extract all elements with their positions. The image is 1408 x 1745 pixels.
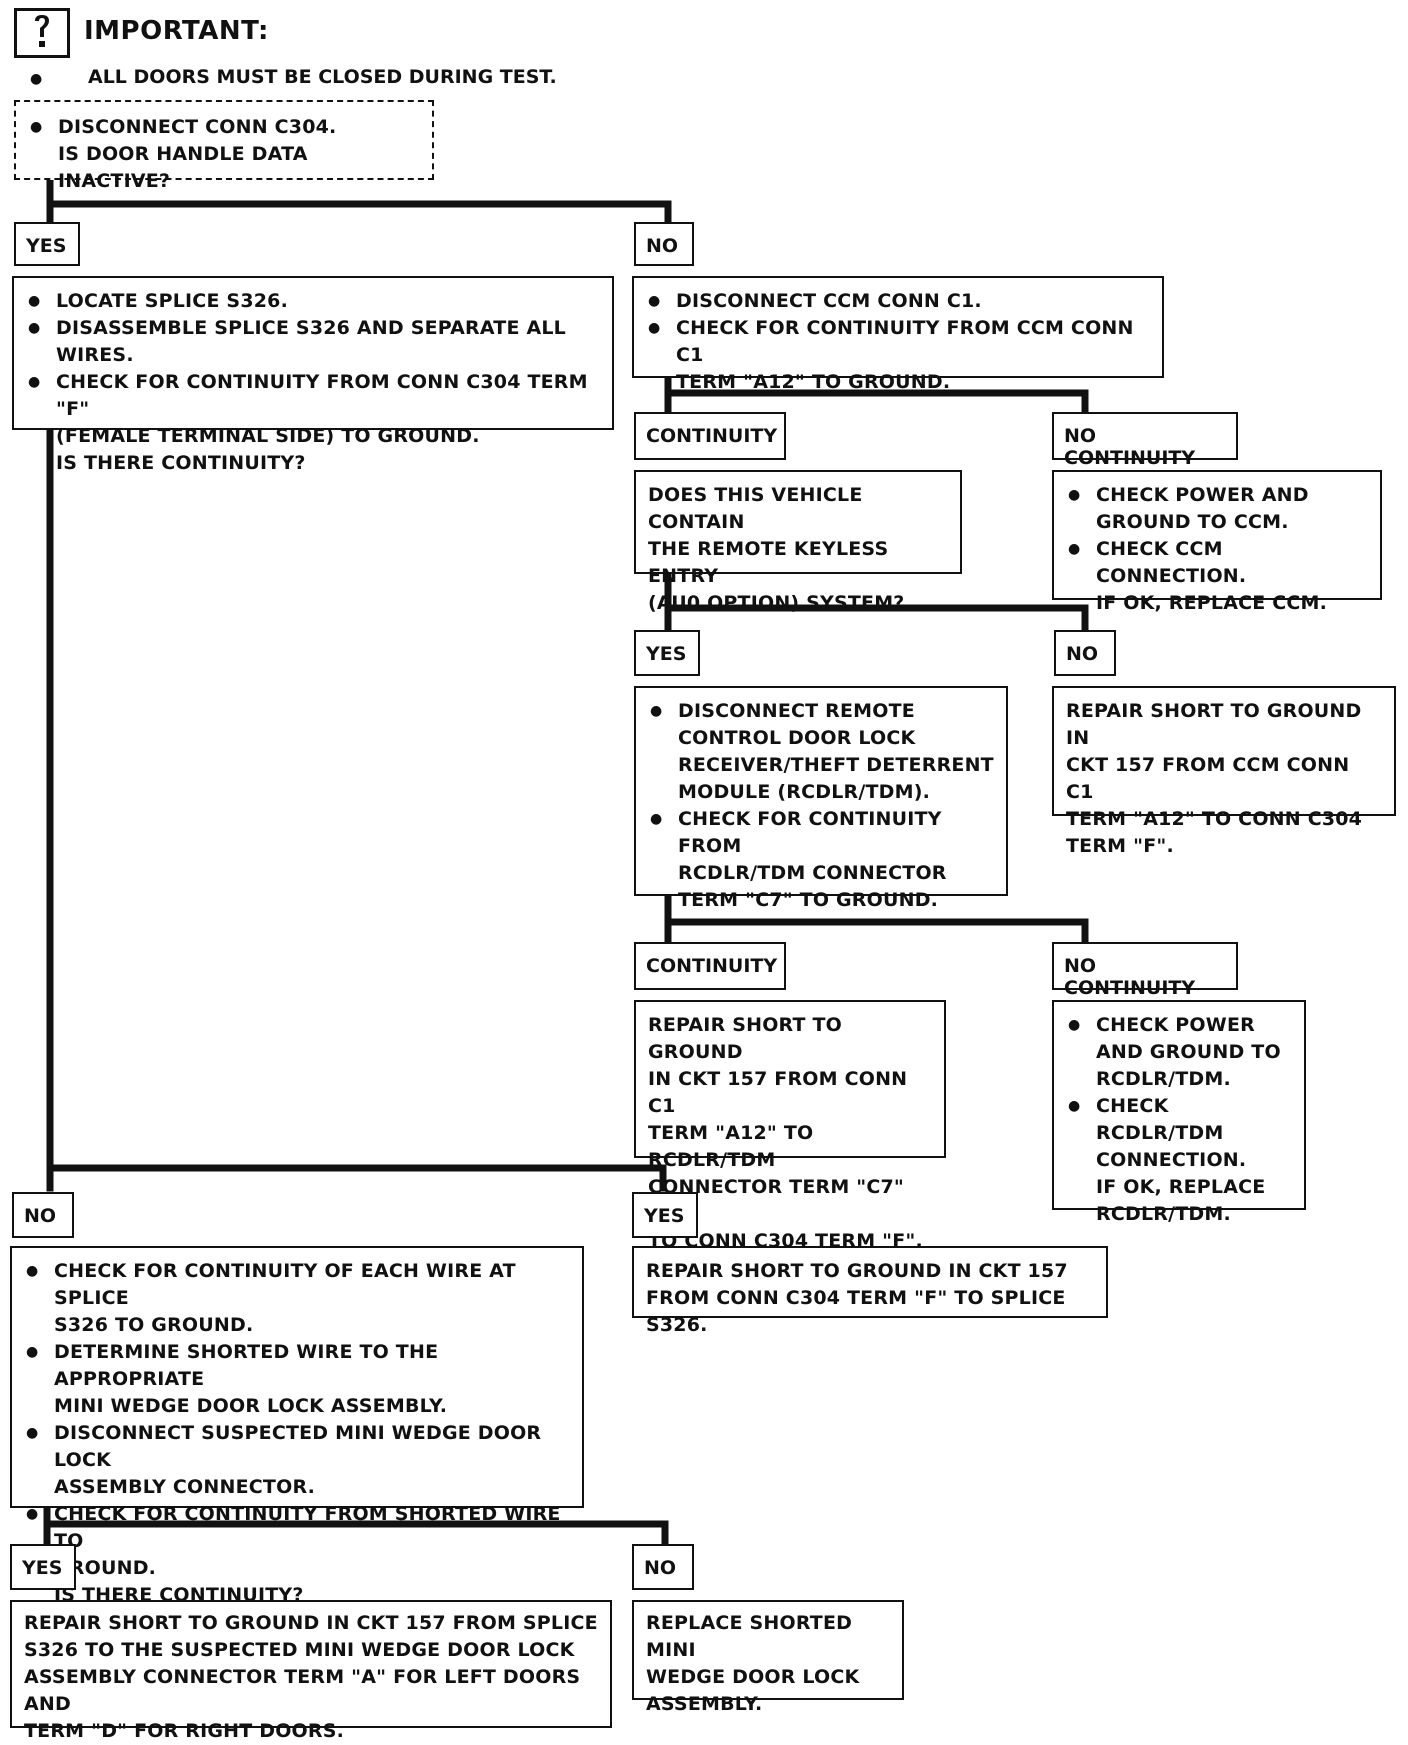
- branch-label-no: NO: [632, 1544, 694, 1590]
- text-line: ASSEMBLY CONNECTOR.: [54, 1476, 316, 1498]
- branch-label-no: NO: [634, 222, 694, 266]
- branch-label-no: NO: [1054, 630, 1116, 676]
- bullet-item: CHECK POWER AND GROUND TO CCM.: [1066, 482, 1368, 536]
- branch-label-continuity: CONTINUITY: [634, 942, 786, 990]
- repair-splice-mini-wedge-box: REPAIR SHORT TO GROUND IN CKT 157 FROM S…: [10, 1600, 612, 1742]
- text-line: S326 TO GROUND.: [54, 1314, 254, 1336]
- text-line: TERM "A12" TO GROUND.: [676, 371, 951, 393]
- bullet-item: DISCONNECT CCM CONN C1.: [646, 288, 1150, 315]
- bullet-item: CHECK RCDLR/TDM CONNECTION. IF OK, REPLACE…: [1066, 1093, 1292, 1228]
- text-line: CONTROL DOOR LOCK: [678, 727, 916, 749]
- text-line: TERM "C7" TO GROUND.: [678, 889, 939, 911]
- text-line: TERM "D" FOR RIGHT DOORS.: [24, 1720, 345, 1742]
- text-line: WEDGE DOOR LOCK: [646, 1666, 860, 1688]
- start-step-box: DISCONNECT CONN C304. IS DOOR HANDLE DAT…: [14, 100, 434, 192]
- text-line: CHECK CCM CONNECTION.: [1096, 538, 1247, 587]
- text-line: REPAIR SHORT TO GROUND IN: [1066, 700, 1362, 749]
- text-line: TERM "F".: [1066, 835, 1174, 857]
- warning-icon: [14, 8, 70, 58]
- remote-keyless-question-box: DOES THIS VEHICLE CONTAIN THE REMOTE KEY…: [634, 470, 962, 614]
- repair-ccm-c304-box: REPAIR SHORT TO GROUND IN CKT 157 FROM C…: [1052, 686, 1396, 857]
- text-line: ASSEMBLY CONNECTOR TERM "A" FOR LEFT DOO…: [24, 1666, 581, 1715]
- check-power-rcdlr-box: CHECK POWER AND GROUND TO RCDLR/TDM. CHECK…: [1052, 1000, 1306, 1225]
- text-line: CONNECTION.: [1096, 1149, 1247, 1171]
- text-line: ASSEMBLY.: [646, 1693, 763, 1715]
- branch-label-yes: YES: [14, 222, 80, 266]
- text-line: REPLACE SHORTED MINI: [646, 1612, 853, 1661]
- branch-label-yes: YES: [634, 630, 700, 676]
- text-line: CHECK FOR CONTINUITY FROM: [678, 808, 942, 857]
- text-line: DISCONNECT CCM CONN C1.: [676, 290, 982, 312]
- text-line: CKT 157 FROM CCM CONN C1: [1066, 754, 1350, 803]
- branch-label-yes: YES: [10, 1544, 76, 1590]
- branch-label-no-continuity: NO CONTINUITY: [1052, 942, 1238, 999]
- text-line: GROUND TO CCM.: [1096, 511, 1289, 533]
- bullet-item: DISCONNECT CONN C304.: [28, 114, 420, 141]
- bullet-item: DISCONNECT REMOTE CONTROL DOOR LOCK RECEIV…: [648, 698, 994, 806]
- branch-label-no-continuity: NO CONTINUITY: [1052, 412, 1238, 469]
- text-line: RCDLR/TDM CONNECTOR: [678, 862, 947, 884]
- branch-label-no: NO: [12, 1192, 74, 1238]
- text-line: DETERMINE SHORTED WIRE TO THE APPROPRIAT…: [54, 1341, 439, 1390]
- text-line: IF OK, REPLACE CCM.: [1096, 592, 1328, 614]
- bullet-item: DISASSEMBLE SPLICE S326 AND SEPARATE ALL…: [26, 315, 600, 369]
- text-line: (AU0 OPTION) SYSTEM?: [648, 592, 905, 614]
- bullet-item: CHECK FOR CONTINUITY FROM SHORTED WIRE T…: [24, 1501, 570, 1582]
- text-line: DISCONNECT REMOTE: [678, 700, 915, 722]
- bullet-item: DISCONNECT SUSPECTED MINI WEDGE DOOR LOC…: [24, 1420, 570, 1501]
- text-line: S326 TO THE SUSPECTED MINI WEDGE DOOR LO…: [24, 1639, 575, 1661]
- repair-rcdlr-box: REPAIR SHORT TO GROUND IN CKT 157 FROM C…: [634, 1000, 946, 1252]
- text-line: MINI WEDGE DOOR LOCK ASSEMBLY.: [54, 1395, 448, 1417]
- check-power-ccm-box: CHECK POWER AND GROUND TO CCM. CHECK CCM …: [1052, 470, 1382, 614]
- text-line: REPAIR SHORT TO GROUND IN CKT 157: [646, 1260, 1068, 1282]
- bullet-item: CHECK POWER AND GROUND TO RCDLR/TDM.: [1066, 1012, 1292, 1093]
- text-line: DISCONNECT CONN C304.: [58, 116, 337, 138]
- question-text: IS THERE CONTINUITY?: [56, 452, 306, 474]
- text-line: CHECK POWER AND: [1096, 484, 1309, 506]
- important-title: IMPORTANT:: [84, 16, 269, 46]
- important-item: ●ALL DOORS MUST BE CLOSED DURING TEST.: [30, 66, 557, 88]
- text-line: DISCONNECT SUSPECTED MINI WEDGE DOOR LOC…: [54, 1422, 542, 1471]
- disconnect-remote-box: DISCONNECT REMOTE CONTROL DOOR LOCK RECEIV…: [634, 686, 1008, 911]
- bullet-item: LOCATE SPLICE S326.: [26, 288, 600, 315]
- text-line: AND GROUND TO: [1096, 1041, 1281, 1063]
- text-line: CHECK FOR CONTINUITY FROM SHORTED WIRE T…: [54, 1503, 561, 1552]
- bullet-item: CHECK FOR CONTINUITY FROM RCDLR/TDM CONNE…: [648, 806, 994, 914]
- text-line: LOCATE SPLICE S326.: [56, 290, 288, 312]
- text-line: IF OK, REPLACE: [1096, 1176, 1266, 1198]
- question-text: IS DOOR HANDLE DATA INACTIVE?: [58, 143, 308, 192]
- text-line: CHECK POWER: [1096, 1014, 1255, 1036]
- disconnect-ccm-box: DISCONNECT CCM CONN C1. CHECK FOR CONTIN…: [632, 276, 1164, 393]
- text-line: RCDLR/TDM.: [1096, 1068, 1231, 1090]
- locate-splice-box: LOCATE SPLICE S326. DISASSEMBLE SPLICE S…: [12, 276, 614, 474]
- text-line: TERM "A12" TO CONN C304: [1066, 808, 1363, 830]
- text-line: DISASSEMBLE SPLICE S326 AND SEPARATE ALL…: [56, 317, 566, 366]
- text-line: (FEMALE TERMINAL SIDE) TO GROUND.: [56, 425, 480, 447]
- text-line: THE REMOTE KEYLESS ENTRY: [648, 538, 889, 587]
- text-line: CHECK FOR CONTINUITY FROM CONN C304 TERM…: [56, 371, 588, 420]
- text-line: CHECK RCDLR/TDM: [1096, 1095, 1224, 1144]
- text-line: RCDLR/TDM.: [1096, 1203, 1231, 1225]
- bullet-item: CHECK CCM CONNECTION. IF OK, REPLACE CCM.: [1066, 536, 1368, 617]
- branch-label-continuity: CONTINUITY: [634, 412, 786, 460]
- text-line: REPAIR SHORT TO GROUND: [648, 1014, 843, 1063]
- check-each-wire-box: CHECK FOR CONTINUITY OF EACH WIRE AT SPL…: [10, 1246, 584, 1606]
- text-line: CHECK FOR CONTINUITY OF EACH WIRE AT SPL…: [54, 1260, 516, 1309]
- replace-mini-wedge-box: REPLACE SHORTED MINI WEDGE DOOR LOCK ASS…: [632, 1600, 904, 1715]
- bullet-item: CHECK FOR CONTINUITY FROM CCM CONN C1 TER…: [646, 315, 1150, 396]
- text-line: MODULE (RCDLR/TDM).: [678, 781, 931, 803]
- text-line: DOES THIS VEHICLE CONTAIN: [648, 484, 863, 533]
- bullet-item: CHECK FOR CONTINUITY OF EACH WIRE AT SPL…: [24, 1258, 570, 1339]
- branch-label-yes: YES: [632, 1192, 698, 1238]
- text-line: GROUND.: [54, 1557, 157, 1579]
- bullet-item: CHECK FOR CONTINUITY FROM CONN C304 TERM…: [26, 369, 600, 450]
- text-line: RECEIVER/THEFT DETERRENT: [678, 754, 994, 776]
- text-line: REPAIR SHORT TO GROUND IN CKT 157 FROM S…: [24, 1612, 598, 1634]
- bullet-item: DETERMINE SHORTED WIRE TO THE APPROPRIAT…: [24, 1339, 570, 1420]
- text-line: IN CKT 157 FROM CONN C1: [648, 1068, 908, 1117]
- text-line: TERM "A12" TO RCDLR/TDM: [648, 1122, 814, 1171]
- text-line: FROM CONN C304 TERM "F" TO SPLICE S326.: [646, 1287, 1066, 1336]
- text-line: CHECK FOR CONTINUITY FROM CCM CONN C1: [676, 317, 1134, 366]
- repair-c304-splice-box: REPAIR SHORT TO GROUND IN CKT 157 FROM C…: [632, 1246, 1108, 1336]
